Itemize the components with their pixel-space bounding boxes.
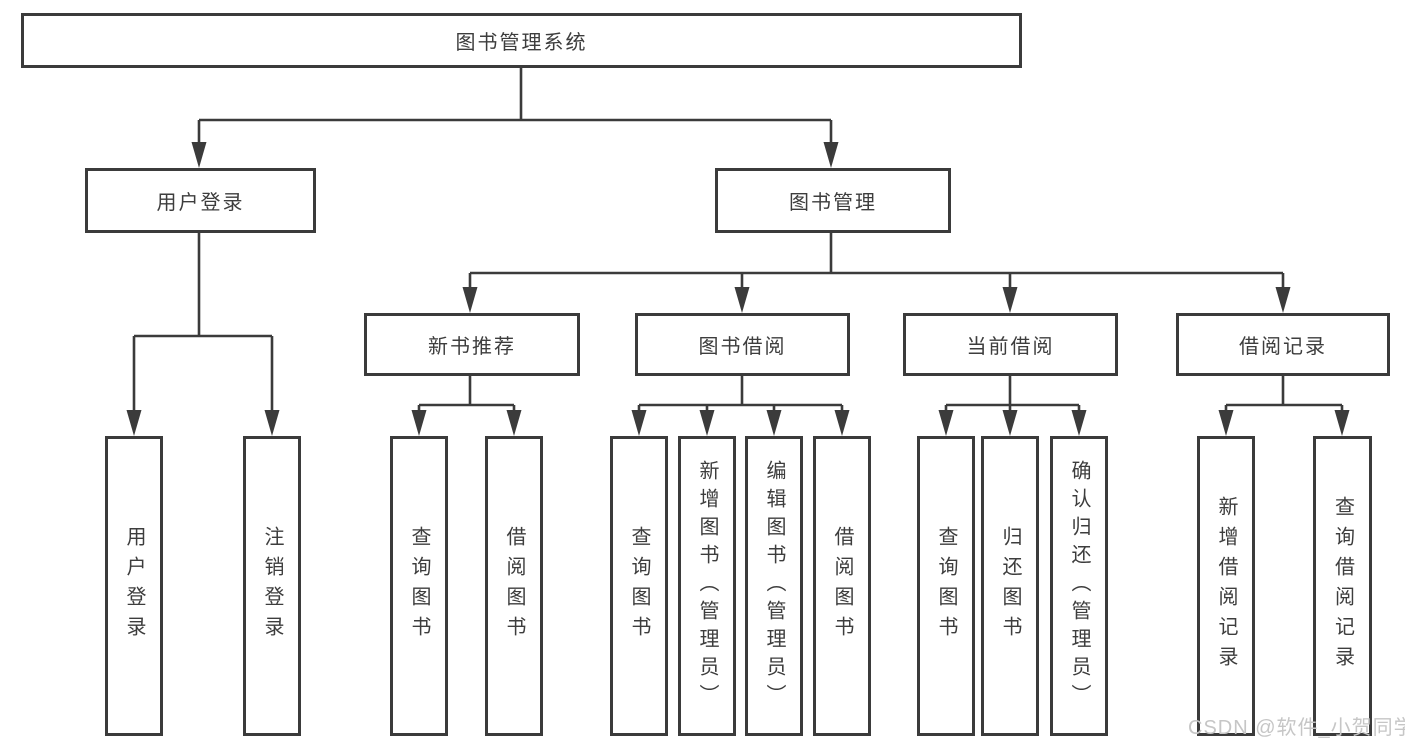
node-user-login: 用户登录 <box>85 168 316 233</box>
leaf-query-books-current: 查询图书 <box>917 436 975 736</box>
leaf-borrow-books-recommend: 借阅图书 <box>485 436 543 736</box>
leaf-add-borrow-record: 新增借阅记录 <box>1197 436 1255 736</box>
leaf-edit-books-admin: 编辑图书（管理员） <box>745 436 803 736</box>
node-current-borrowing: 当前借阅 <box>903 313 1118 376</box>
leaf-confirm-return-admin: 确认归还（管理员） <box>1050 436 1108 736</box>
leaf-borrow-books-borrowing: 借阅图书 <box>813 436 871 736</box>
leaf-logout: 注销登录 <box>243 436 301 736</box>
leaf-return-books: 归还图书 <box>981 436 1039 736</box>
leaf-query-books-recommend: 查询图书 <box>390 436 448 736</box>
leaf-add-books-admin: 新增图书（管理员） <box>678 436 736 736</box>
node-book-borrowing: 图书借阅 <box>635 313 850 376</box>
leaf-query-borrow-record: 查询借阅记录 <box>1313 436 1372 736</box>
node-borrowing-records: 借阅记录 <box>1176 313 1390 376</box>
node-new-book-recommend: 新书推荐 <box>364 313 580 376</box>
leaf-user-login: 用户登录 <box>105 436 163 736</box>
root-node-book-management-system: 图书管理系统 <box>21 13 1022 68</box>
leaf-query-books-borrowing: 查询图书 <box>610 436 668 736</box>
node-book-management: 图书管理 <box>715 168 951 233</box>
csdn-watermark: CSDN @软件_小贺同学 <box>1188 717 1405 739</box>
